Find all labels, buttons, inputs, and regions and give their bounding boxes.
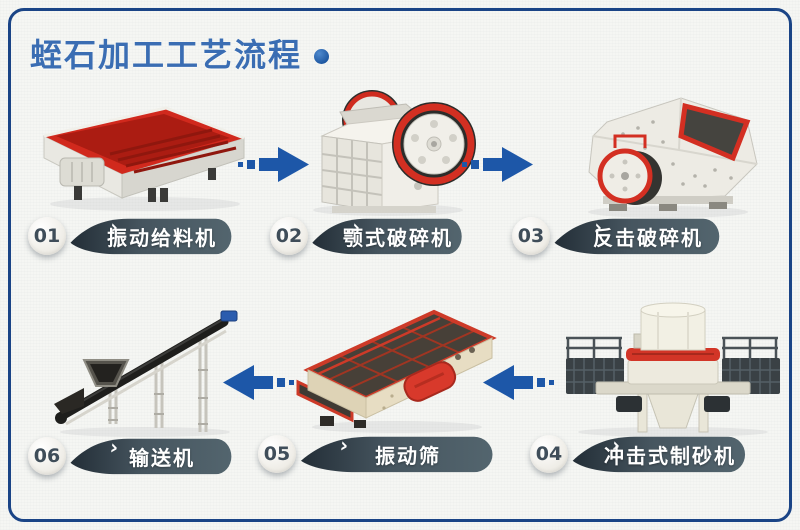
belt-conveyor-illustration bbox=[40, 298, 250, 440]
arrow-right-icon bbox=[460, 142, 536, 188]
step-number-badge: 03 bbox=[512, 217, 550, 255]
step-name: 输送机 bbox=[129, 445, 195, 470]
step-pill: › 振动给料机 bbox=[68, 214, 236, 258]
step-number: 03 bbox=[517, 225, 545, 247]
step-pill: › 振动筛 bbox=[298, 432, 498, 476]
title-dot-icon bbox=[314, 48, 330, 64]
page-header: 蛭石加工工艺流程 bbox=[30, 30, 330, 76]
step-name: 颚式破碎机 bbox=[343, 225, 453, 250]
step-number: 06 bbox=[33, 445, 61, 467]
step-label-06: 06 › 输送机 bbox=[28, 434, 236, 478]
step-number: 02 bbox=[275, 225, 303, 247]
step-label-01: 01 › 振动给料机 bbox=[28, 214, 236, 258]
step-name: 振动给料机 bbox=[107, 225, 217, 250]
arrow-left-icon bbox=[220, 360, 296, 406]
step-number-badge: 05 bbox=[258, 435, 296, 473]
step-label-02: 02 › 颚式破碎机 bbox=[270, 214, 466, 258]
step-pill: › 反击破碎机 bbox=[552, 214, 724, 258]
step-number-badge: 02 bbox=[270, 217, 308, 255]
step-name: 反击破碎机 bbox=[593, 225, 703, 250]
jaw-crusher-illustration bbox=[288, 76, 488, 218]
step-pill: › 输送机 bbox=[68, 434, 236, 478]
sand-making-machine-illustration bbox=[558, 296, 788, 438]
page-title: 蛭石加工工艺流程 bbox=[30, 36, 303, 74]
step-label-03: 03 › 反击破碎机 bbox=[512, 214, 724, 258]
step-number: 04 bbox=[535, 443, 563, 465]
step-pill: › 冲击式制砂机 bbox=[570, 432, 750, 476]
vibrating-screen-illustration bbox=[292, 298, 502, 435]
step-number: 01 bbox=[33, 225, 61, 247]
arrow-right-icon bbox=[236, 142, 312, 188]
step-pill: › 颚式破碎机 bbox=[310, 214, 466, 258]
step-name: 冲击式制砂机 bbox=[604, 443, 736, 468]
impact-crusher-illustration bbox=[563, 84, 773, 221]
step-number-badge: 06 bbox=[28, 437, 66, 475]
vibrating-feeder-illustration bbox=[30, 92, 250, 214]
step-number-badge: 01 bbox=[28, 217, 66, 255]
step-label-05: 05 › 振动筛 bbox=[258, 432, 498, 476]
step-number-badge: 04 bbox=[530, 435, 568, 473]
step-name: 振动筛 bbox=[375, 443, 441, 468]
step-label-04: 04 › 冲击式制砂机 bbox=[530, 432, 750, 476]
arrow-left-icon bbox=[480, 360, 556, 406]
step-number: 05 bbox=[263, 443, 291, 465]
